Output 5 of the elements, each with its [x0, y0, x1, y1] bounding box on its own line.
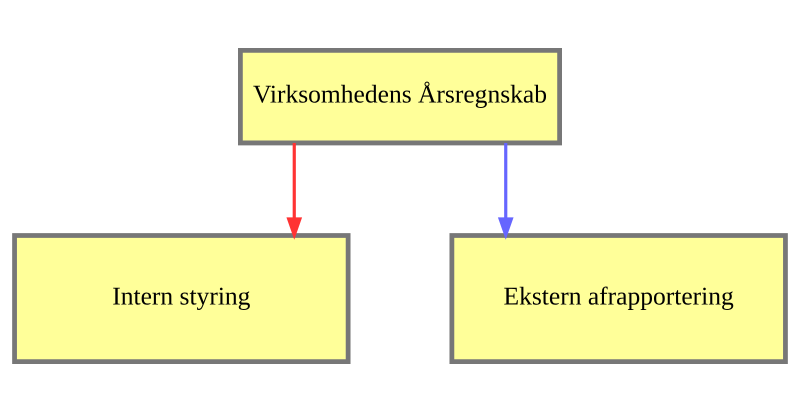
node-box: Virksomhedens Årsregnskab [238, 47, 562, 145]
node-box: Intern styring [12, 232, 351, 364]
arrow [498, 142, 514, 240]
arrow [286, 142, 302, 240]
node-box: Ekstern afrapportering [449, 232, 788, 364]
